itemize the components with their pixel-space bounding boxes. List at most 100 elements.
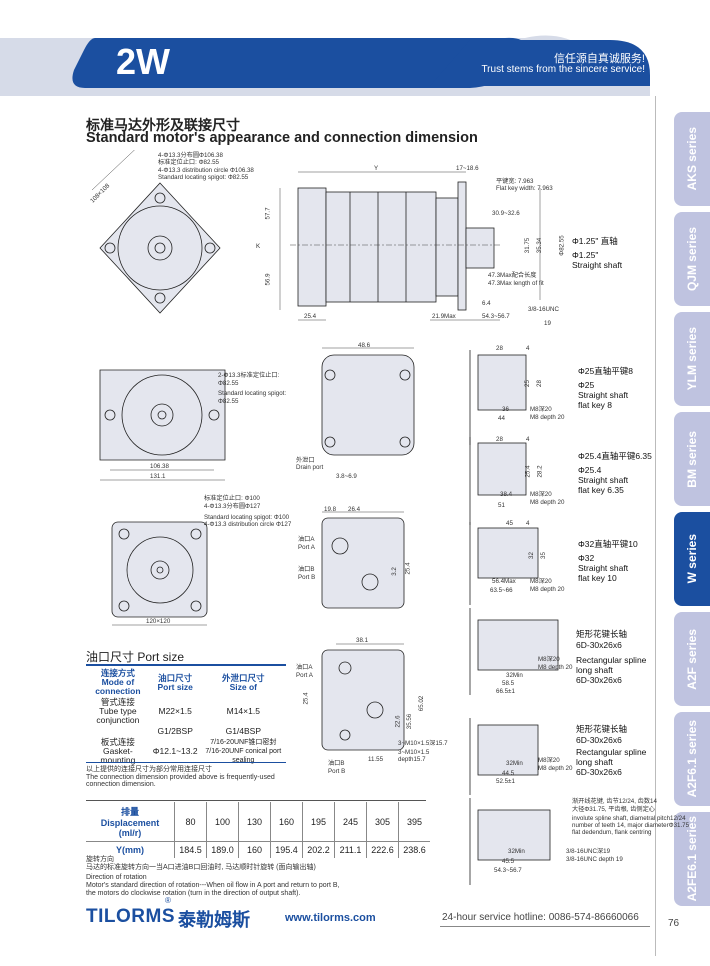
shaft3-dim-32: 32	[527, 552, 535, 559]
dim-219: 21.9Max	[432, 313, 456, 320]
flange3-note3: Standard locating spigot: Φ100	[204, 514, 290, 521]
pv2-m10-en2: depth15.7	[398, 756, 426, 763]
label-k: K	[256, 243, 261, 250]
rear-dim-38: 3.8~6.9	[336, 473, 357, 480]
port-size-title: 油口尺寸 Port size	[86, 650, 185, 664]
tab-a2f61-series[interactable]: A2F6.1 series	[674, 712, 710, 806]
shaft2-en2: Straight shaft	[578, 475, 629, 485]
pv2-port-b-cn: 油口B	[328, 760, 345, 767]
shaft3-dim-564: 56.4Max	[492, 578, 516, 585]
port-view-2	[321, 643, 405, 751]
disp-rule-top	[86, 800, 426, 801]
shaft3-en2: Straight shaft	[578, 563, 629, 573]
brand-logo: TILORMS	[86, 906, 175, 927]
website-link[interactable]: www.tilorms.com	[285, 912, 376, 924]
pv2-port-b-en: Port B	[328, 768, 346, 775]
dim-64: 6.4	[482, 300, 491, 307]
flange2-dim-106: 106.38	[150, 463, 169, 470]
involute-dim-543: 54.3~56.7	[494, 867, 522, 874]
shaft4-dim-32: 32Min	[506, 672, 523, 679]
port-note-en: The connection dimension provided above …	[86, 774, 275, 788]
shaft1-dim-25: 25	[523, 380, 531, 387]
involute-note2: 大径Φ31.75, 平齿根, 齿侧定心	[572, 806, 655, 813]
dim-543: 54.3~56.7	[482, 313, 510, 320]
tab-a2fe61-series[interactable]: A2FE6.1 series	[674, 812, 710, 906]
shaft5-en1: Rectangular spline	[576, 747, 647, 757]
pv1-port-a-cn: 油口A	[298, 536, 315, 543]
shaft2-dim-4: 4	[526, 436, 530, 443]
shaft4-m8-cn: M8深20	[538, 656, 560, 663]
port-note-cn: 以上提供的连接尺寸为部分常用连接尺寸	[86, 766, 212, 773]
involute-dim-455: 45.5	[502, 858, 515, 865]
tab-qjm-series[interactable]: QJM series	[674, 212, 710, 306]
section-title-en: Standard motor's appearance and connecti…	[86, 130, 478, 146]
pv1-dim-254: 25.4	[404, 562, 412, 575]
shaft1-cn: Φ25直轴平键8	[578, 366, 633, 376]
shaft2-en1: Φ25.4	[578, 465, 602, 475]
dim-19: 19	[544, 320, 551, 327]
tab-bm-series[interactable]: BM series	[674, 412, 710, 506]
tab-a2f-series[interactable]: A2F series	[674, 612, 710, 706]
shaft3-dim-635: 63.5~66	[490, 587, 513, 594]
pv1-port-b-en: Port B	[298, 574, 316, 581]
flange2-note3: Standard locating spigot:	[218, 390, 287, 397]
shaft-straight-en1: Φ1.25"	[572, 250, 599, 260]
pv2-dim-254: 25.4	[302, 692, 310, 705]
pv1-dim-264: 26.4	[348, 506, 361, 513]
shaft5-dim-525: 52.5±1	[496, 778, 515, 785]
shaft4-en3: 6D-30x26x6	[576, 675, 622, 685]
flange-2-bolt	[99, 369, 226, 481]
shaft5-en0: 6D-30x26x6	[576, 735, 622, 745]
dim-8255: Φ82.55	[558, 235, 566, 256]
shaft2-m8-en: M8 depth 20	[530, 499, 565, 506]
section-title-cn: 标准马达外形及联接尺寸	[86, 117, 240, 133]
shaft1-dim-44: 44	[498, 415, 505, 422]
shaft2-dim-51: 51	[498, 502, 505, 509]
shaft2-dim-254: 25.4	[524, 465, 532, 478]
shaft-straight-en2: Straight shaft	[572, 260, 623, 270]
shaft4-dim-665: 66.5±1	[496, 688, 515, 695]
pv2-dim-3556: 35.56	[406, 713, 414, 730]
flange1-note2: 标准定位止口: Φ82.55	[158, 159, 219, 166]
pv2-m10-en1: 3~M10×1.5	[398, 749, 430, 756]
header-banner	[0, 35, 650, 96]
tab-ylm-series[interactable]: YLM series	[674, 312, 710, 406]
technical-drawings	[91, 150, 559, 885]
involute-dim-32: 32Min	[508, 848, 525, 855]
flange2-dim-131: 131.1	[150, 473, 166, 480]
shaft5-m8-cn: M8深20	[538, 757, 560, 764]
shaft4-en1: Rectangular spline	[576, 655, 647, 665]
pv1-dim-32: 3.2	[390, 567, 398, 576]
shaft3-dim-35: 35	[539, 552, 547, 559]
registered-mark: ®	[165, 896, 171, 905]
flange1-note4: Standard locating spigot: Φ82.55	[158, 174, 249, 181]
shaft3-dim-4: 4	[526, 520, 530, 527]
key-note-cn: 平键宽: 7.963	[496, 178, 534, 185]
hotline: 24-hour service hotline: 0086-574-866600…	[442, 912, 639, 923]
pv2-port-a-cn: 油口A	[296, 664, 313, 671]
shaft2-dim-282: 28.2	[536, 465, 544, 478]
tab-w-series[interactable]: W series	[674, 512, 710, 606]
shaft3-en3: flat key 10	[578, 573, 617, 583]
port-view-1	[321, 511, 405, 609]
page-number: 76	[668, 918, 680, 929]
rotation-5: the motors do clockwise rotation (turn i…	[86, 890, 301, 897]
flange3-note1: 标准定位止口: Φ100	[204, 495, 260, 502]
slogan-cn: 信任源自真诚服务!	[553, 53, 645, 65]
drain-port-en: Drain port	[296, 464, 324, 471]
rotation-2: 马达的标准旋转方向一当A口进油B口回油时, 马达顺时针旋转 (面向输出轴)	[86, 864, 316, 871]
shaft3-m8-en: M8 depth 20	[530, 586, 565, 593]
shaft2-en3: flat key 6.35	[578, 485, 624, 495]
pv1-dim-198: 19.8	[324, 506, 337, 513]
flange3-note4: 4-Φ13.3 distribution circle Φ127	[204, 521, 292, 528]
dim-17: 17~18.6	[456, 165, 479, 172]
dim-3175: 31.75	[524, 237, 532, 254]
flange-3-square	[111, 521, 208, 626]
tab-aks-series[interactable]: AKS series	[674, 112, 710, 206]
shaft2-m8-cn: M8深20	[530, 491, 552, 498]
pv2-port-a-en: Port A	[296, 672, 313, 679]
pv2-dim-226: 22.6	[394, 715, 402, 728]
shaft-drawings	[469, 350, 559, 885]
